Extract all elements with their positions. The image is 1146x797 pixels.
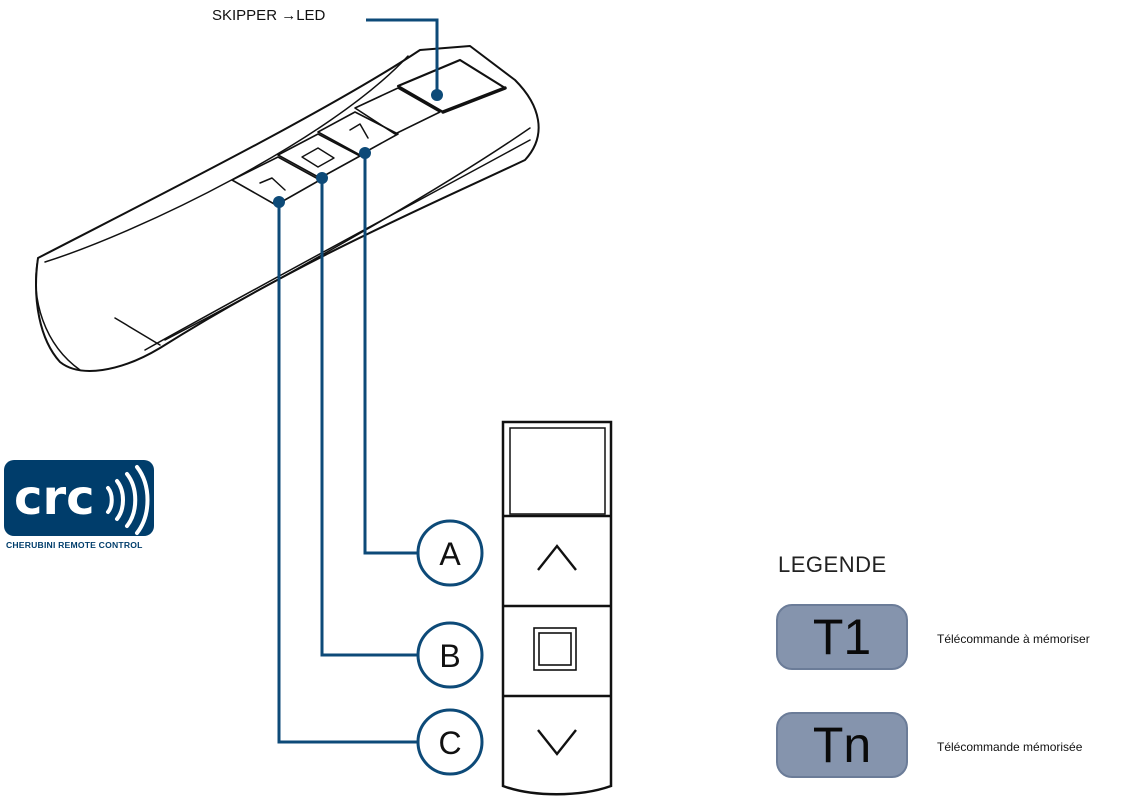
legend-description-t1: Télécommande à mémoriser xyxy=(937,632,1090,646)
legend-badge-t1: T1 xyxy=(776,604,908,670)
legend-badge-tn-text: Tn xyxy=(812,717,872,773)
keypad-front-view xyxy=(501,420,613,796)
leader-line-b xyxy=(320,178,418,657)
remote-side-line-1 xyxy=(144,139,531,351)
skipper-button xyxy=(396,58,507,114)
remote-body-outline xyxy=(35,45,540,372)
blank-button xyxy=(354,87,441,135)
skipper-leader-dot xyxy=(431,89,443,101)
callout-circle-b xyxy=(416,621,484,689)
legend-title: LEGENDE xyxy=(778,552,887,577)
leader-dot-c xyxy=(273,196,285,208)
callout-circle-c xyxy=(416,708,484,776)
leader-line-c xyxy=(277,202,418,744)
legend-description-tn: Télécommande mémorisée xyxy=(937,740,1083,754)
remote-end-detail xyxy=(114,317,161,346)
remote-side-line-2 xyxy=(164,127,531,341)
keypad-blank-key xyxy=(509,427,606,515)
leader-dot-b xyxy=(316,172,328,184)
legend-badge-t1-text: T1 xyxy=(812,609,872,665)
callout-label-b: B xyxy=(439,638,460,674)
signal-waves-icon xyxy=(106,465,150,535)
callout-label-a: A xyxy=(439,536,461,572)
skipper-led-label: SKIPPER →LED xyxy=(212,7,326,24)
up-button xyxy=(317,111,399,156)
up-chevron-icon xyxy=(537,544,577,571)
callout-circle-a xyxy=(416,519,484,587)
crc-logo-wordmark: crc xyxy=(14,470,95,526)
stop-button xyxy=(277,133,361,179)
leader-line-a xyxy=(363,153,418,555)
remote-control-illustration xyxy=(35,45,540,372)
down-chevron-icon xyxy=(537,729,577,756)
leader-dot-a xyxy=(359,147,371,159)
skipper-leader-line xyxy=(366,18,439,95)
callout-label-c: C xyxy=(438,725,461,761)
legend-badge-tn: Tn xyxy=(776,712,908,778)
crc-logo-tagline: CHERUBINI REMOTE CONTROL xyxy=(6,540,143,550)
stop-square-icon xyxy=(533,627,577,671)
remote-end-curve xyxy=(35,257,81,371)
